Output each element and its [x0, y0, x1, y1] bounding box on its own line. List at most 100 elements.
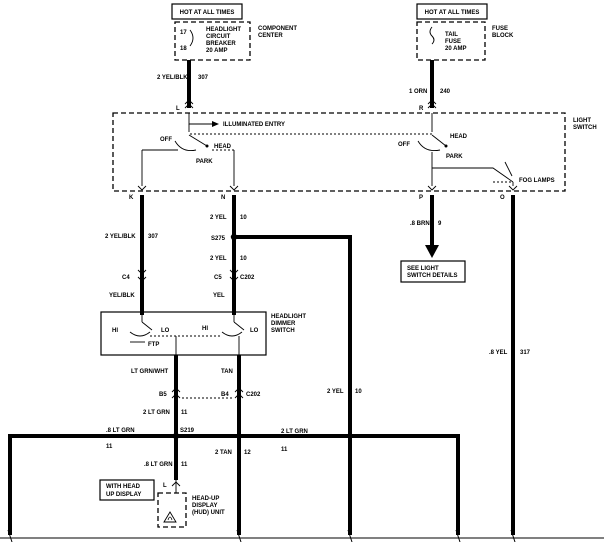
wires	[8, 60, 515, 535]
connector-l-chevron	[184, 99, 194, 109]
wire-9-gauge: .8 BRN	[410, 221, 430, 227]
wire-12-gauge: 2 TAN	[215, 450, 232, 456]
splice-s219-label: S219	[180, 428, 195, 434]
wire-labels: 2 YEL/BLK 307 1 ORN 240 2 YEL/BLK 307 2 …	[105, 75, 531, 468]
connector-c4-chevron	[137, 269, 147, 282]
wire-10-a-number: 10	[240, 215, 247, 221]
wire-9-number: 9	[438, 221, 442, 227]
hud-group: WITH HEAD UP DISPLAY L HEAD-UP DISPLAY (…	[99, 479, 225, 528]
breaker-label-line4: 20 AMP	[206, 48, 227, 54]
wire-240-number: 240	[440, 89, 451, 95]
connector-b4-chevron	[234, 387, 244, 399]
esd-warning-icon	[163, 511, 177, 523]
hud-unit-line2: DISPLAY	[192, 503, 217, 509]
yel-blk-label: YEL/BLK	[109, 293, 135, 299]
fog-lamp-feed	[432, 167, 514, 183]
left-switch-blade	[188, 134, 208, 147]
breaker-label-line3: BREAKER	[206, 41, 236, 47]
dimmer-lo-left: LO	[161, 328, 170, 334]
right-switch-park-label: PARK	[446, 154, 463, 160]
hot-at-all-times-box-right	[416, 3, 488, 20]
left-switch-head-contact	[205, 144, 209, 148]
hot-at-all-times-label-right: HOT AT ALL TIMES	[425, 10, 480, 16]
wire-11-b-gauge: .8 LT GRN	[144, 462, 173, 468]
breaker-label-line2: CIRCUIT	[206, 34, 231, 40]
connector-c202-label-a: C202	[240, 275, 255, 281]
connector-c202-label-b: C202	[246, 392, 261, 398]
wire-11-horizontal	[8, 434, 460, 535]
bottom-edge	[0, 529, 604, 542]
wire-317-number: 317	[520, 350, 531, 356]
dimmer-title-2: DIMMER	[271, 321, 296, 327]
tail-fuse-box	[416, 21, 486, 61]
wire-10-b-number: 10	[240, 256, 247, 262]
dimmer-title-3: SWITCH	[271, 328, 295, 334]
wire-317-gauge: .8 YEL	[489, 350, 508, 356]
see-light-switch-details-box	[400, 260, 466, 283]
pin-n-label: N	[221, 195, 225, 201]
dimmer-right-arc	[221, 331, 243, 337]
fuse-label-line2: FUSE	[445, 39, 461, 45]
connector-symbols	[137, 99, 518, 487]
headlight-dimmer-switch: HEADLIGHT DIMMER SWITCH HI LO HI LO FTP	[100, 311, 306, 356]
tail-left-1	[7, 529, 13, 542]
connector-k-chevron	[137, 185, 147, 191]
pin-k-label: K	[129, 195, 134, 201]
tail-10	[347, 529, 353, 542]
light-switch-box	[112, 112, 566, 192]
connector-b5-chevron	[171, 387, 181, 399]
wire-10-a-gauge: 2 YEL	[210, 215, 227, 221]
connector-c4-label: C4	[122, 275, 130, 281]
connector-hud-chevron	[171, 481, 181, 487]
wire-11-b-number: 11	[181, 462, 188, 468]
pin-o-label: O	[500, 195, 505, 201]
light-switch-title-1: LIGHT	[573, 118, 591, 124]
left-switch-arc	[174, 140, 197, 152]
light-switch: LIGHT SWITCH L R K N P O ILLUMINATED ENT…	[112, 106, 597, 201]
wire-10-b-gauge: 2 YEL	[210, 256, 227, 262]
pin-l-label: L	[176, 106, 180, 112]
with-head-up-display-box	[99, 479, 155, 501]
connector-c5-label: C5	[214, 275, 222, 281]
dimmer-ftp: FTP	[148, 342, 159, 348]
connector-o-chevron	[508, 185, 518, 191]
pin-r-label: R	[419, 106, 424, 112]
pin-p-label: P	[419, 195, 423, 201]
hud-pin-l: L	[163, 483, 167, 489]
fuse-label-line3: 20 AMP	[445, 46, 466, 52]
wire-10-right-number: 10	[355, 389, 362, 395]
connector-c5-chevron	[229, 269, 239, 282]
fuse-block-label-1: FUSE	[492, 26, 508, 32]
fuse-block-group: HOT AT ALL TIMES TAIL FUSE 20 AMP FUSE B…	[416, 3, 514, 61]
hud-unit-box	[157, 492, 187, 528]
dimmer-left-arc	[129, 331, 151, 337]
splice-s275-dot	[230, 233, 238, 241]
wire-307-mid-gauge: 2 YEL/BLK	[105, 234, 136, 240]
hot-at-all-times-label-left: HOT AT ALL TIMES	[180, 10, 235, 16]
circuit-breaker-symbol	[189, 29, 194, 47]
right-switch-head-contact	[444, 144, 448, 148]
dimmer-lo-right: LO	[250, 328, 259, 334]
illuminated-entry-arrow	[212, 121, 219, 127]
wire-307-top-gauge: 2 YEL/BLK	[157, 75, 188, 81]
with-hud-line2: UP DISPLAY	[106, 492, 141, 498]
esd-hand-icon	[167, 516, 173, 521]
wire-11-right-gauge: 2 LT GRN	[281, 429, 308, 435]
fuse-block-label-2: BLOCK	[492, 33, 514, 39]
wire-11-left-number: 11	[106, 444, 113, 450]
lt-grn-wht-label: LT GRN/WHT	[131, 369, 169, 375]
component-center-label-2: CENTER	[258, 33, 283, 39]
connector-b4-label: B4	[221, 392, 229, 398]
see-details-line1: SEE LIGHT	[407, 266, 439, 272]
tail-12	[236, 529, 242, 542]
wire-10-right-gauge: 2 YEL	[327, 389, 344, 395]
illuminated-entry-label: ILLUMINATED ENTRY	[223, 122, 285, 128]
right-switch-off-label: OFF	[398, 142, 410, 148]
wire-9-arrow	[425, 245, 439, 258]
right-switch-head-label: HEAD	[450, 134, 468, 140]
tan-label: TAN	[221, 369, 233, 375]
tail-317	[510, 529, 516, 542]
component-center-label-1: COMPONENT	[258, 26, 297, 32]
wire-307-top-number: 307	[198, 75, 209, 81]
